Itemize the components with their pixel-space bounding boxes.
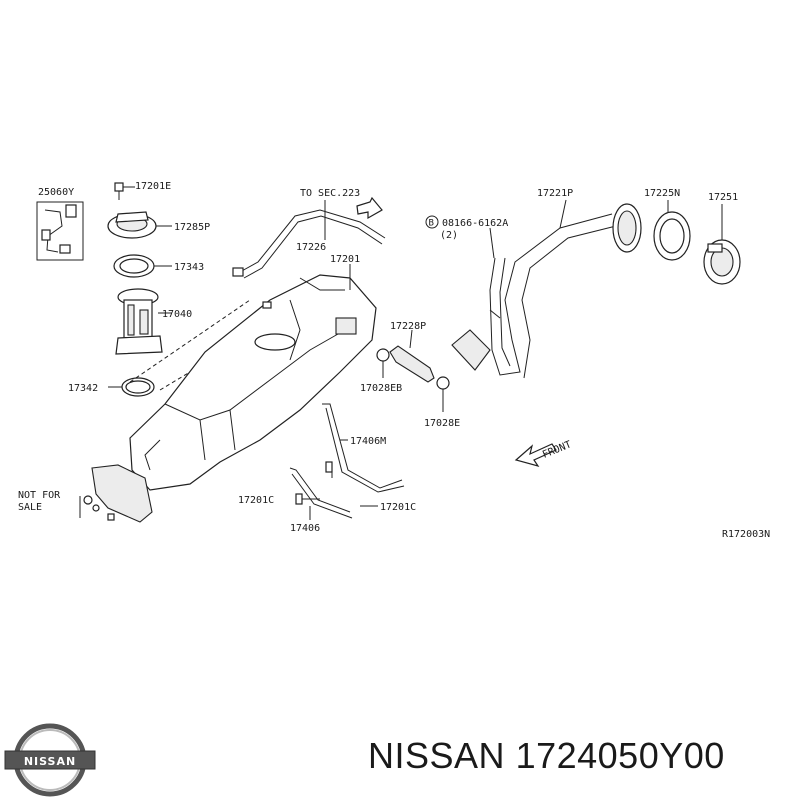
bolt-symbol-circle xyxy=(425,215,439,229)
filler-neck-ring-17225N xyxy=(612,200,691,261)
hose-17228P xyxy=(389,329,435,383)
alignment-dash-1 xyxy=(129,299,251,383)
label-17343: 17343 xyxy=(174,262,204,273)
label-sale: SALE xyxy=(18,502,42,513)
tank-straps xyxy=(289,403,405,520)
label-17228P: 17228P xyxy=(390,321,426,332)
caption-brand: NISSAN xyxy=(368,735,506,776)
label-17028E: 17028E xyxy=(424,418,460,429)
front-arrow xyxy=(514,443,557,468)
label-17040: 17040 xyxy=(162,309,192,320)
part-caption: NISSAN 1724050Y00 xyxy=(368,735,788,777)
label-bolt-qty: (2) xyxy=(440,230,458,241)
clamp-17028E xyxy=(436,376,450,412)
label-17406M: 17406M xyxy=(350,436,386,447)
label-17342: 17342 xyxy=(68,383,98,394)
label-17221P: 17221P xyxy=(537,188,573,199)
pump-module-stack xyxy=(107,182,172,397)
logo-text: NISSAN xyxy=(24,755,76,768)
label-17201: 17201 xyxy=(330,254,360,265)
label-17028EB: 17028EB xyxy=(360,383,402,394)
heat-shield-not-for-sale xyxy=(79,464,153,523)
label-17201E: 17201E xyxy=(135,181,171,192)
label-17201C-right: 17201C xyxy=(380,502,416,513)
filler-tube-17221P xyxy=(451,199,617,379)
label-front: FRONT xyxy=(541,439,573,460)
label-25060Y: 25060Y xyxy=(38,187,74,198)
caption-part-number: 1724050Y00 xyxy=(515,735,725,776)
clamp-17028EB xyxy=(376,348,390,378)
label-to-sec-223: TO SEC.223 xyxy=(300,188,360,199)
fuel-cap-17251 xyxy=(703,204,741,285)
nissan-logo: NISSAN xyxy=(4,723,96,797)
vent-tube-17226 xyxy=(232,200,386,279)
label-17285P: 17285P xyxy=(174,222,210,233)
alignment-dash-2 xyxy=(159,317,281,391)
to-section-arrow xyxy=(356,196,383,220)
label-17225N: 17225N xyxy=(644,188,680,199)
label-17406: 17406 xyxy=(290,523,320,534)
label-17201C-left: 17201C xyxy=(238,495,274,506)
label-17251: 17251 xyxy=(708,192,738,203)
label-17226: 17226 xyxy=(296,242,326,253)
label-not-for: NOT FOR xyxy=(18,490,61,501)
fuel-tank-17201 xyxy=(129,264,377,491)
bolt-symbol: B xyxy=(429,219,434,229)
bolt-leader xyxy=(489,227,495,259)
label-bolt-part: 08166-6162A xyxy=(442,218,508,229)
diagram-code: R172003N xyxy=(722,529,770,540)
fuel-level-sender-25060Y xyxy=(36,201,84,261)
